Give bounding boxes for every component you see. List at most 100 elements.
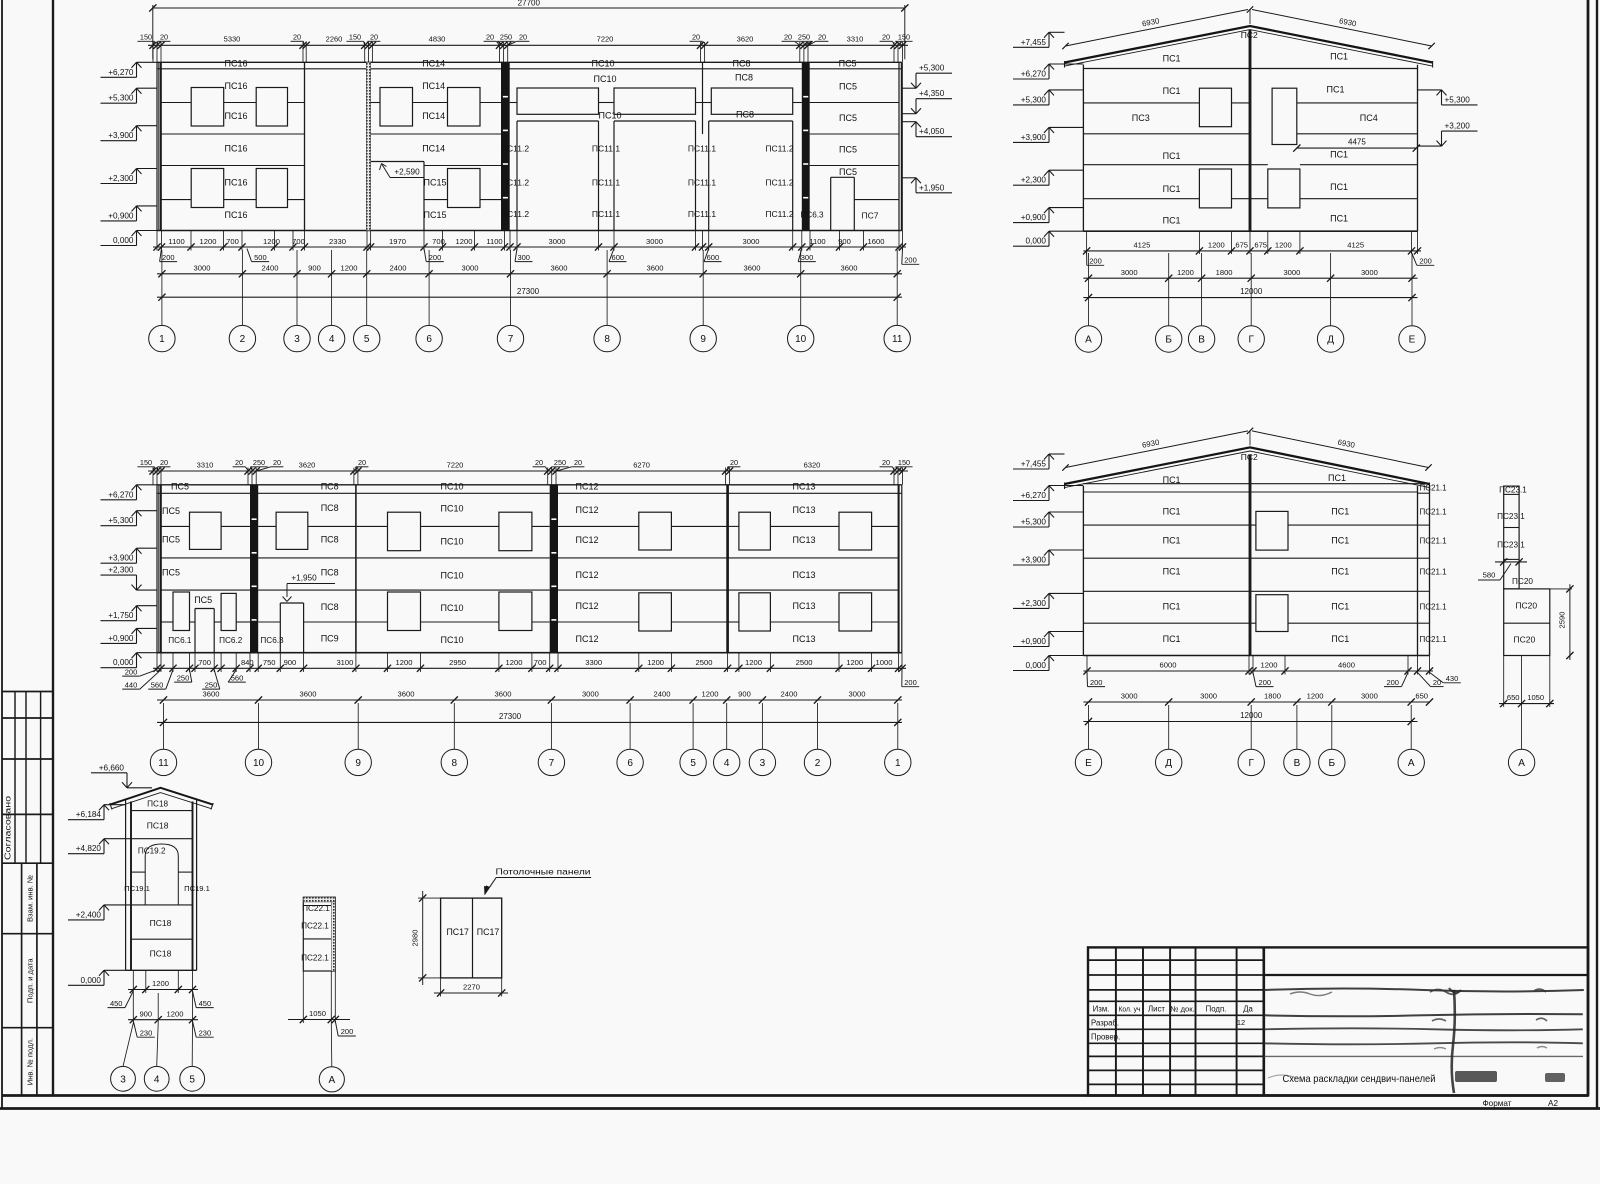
svg-text:6930: 6930 [1338, 16, 1357, 28]
svg-text:А: А [1085, 335, 1092, 346]
svg-text:ПС5: ПС5 [162, 535, 180, 545]
svg-text:1100: 1100 [168, 237, 184, 246]
svg-text:20: 20 [535, 458, 543, 467]
svg-text:6000: 6000 [1160, 661, 1177, 670]
svg-text:Подп.: Подп. [1206, 1005, 1227, 1014]
svg-text:200: 200 [162, 253, 175, 262]
svg-text:200: 200 [904, 256, 917, 265]
svg-text:0,000: 0,000 [1026, 237, 1047, 246]
svg-text:1200: 1200 [1275, 240, 1292, 249]
svg-text:6: 6 [627, 758, 633, 769]
svg-text:200: 200 [341, 1027, 354, 1036]
svg-text:+6,270: +6,270 [108, 68, 134, 77]
svg-text:3: 3 [120, 1074, 126, 1085]
svg-text:1200: 1200 [506, 658, 523, 667]
svg-text:+0,900: +0,900 [108, 634, 134, 643]
svg-text:200: 200 [1089, 257, 1102, 266]
svg-text:ПС14: ПС14 [422, 81, 445, 91]
svg-text:7: 7 [549, 758, 555, 769]
svg-text:ПС1: ПС1 [1163, 475, 1181, 485]
svg-text:27700: 27700 [518, 0, 541, 8]
svg-text:3600: 3600 [300, 689, 317, 698]
svg-text:1200: 1200 [396, 658, 413, 667]
svg-text:ПС8: ПС8 [735, 73, 753, 83]
svg-text:Согласовано: Согласовано [4, 795, 13, 860]
svg-text:3600: 3600 [744, 264, 761, 273]
svg-text:3000: 3000 [646, 237, 663, 246]
svg-text:ПС6.3: ПС6.3 [260, 636, 284, 645]
svg-text:+2,400: +2,400 [76, 910, 102, 919]
svg-text:ПС13: ПС13 [793, 505, 816, 515]
svg-text:ПС13: ПС13 [793, 570, 816, 580]
svg-text:Е: Е [1409, 335, 1416, 346]
svg-text:1200: 1200 [456, 237, 473, 246]
svg-text:ПС11.2: ПС11.2 [501, 209, 529, 219]
svg-text:2400: 2400 [262, 264, 279, 273]
svg-text:ПС1: ПС1 [1330, 213, 1348, 223]
svg-text:+3,900: +3,900 [108, 554, 134, 563]
svg-text:8: 8 [452, 758, 458, 769]
svg-text:ПС1: ПС1 [1330, 52, 1348, 62]
svg-text:250: 250 [554, 458, 566, 467]
svg-text:2260: 2260 [326, 35, 343, 44]
svg-text:5: 5 [690, 758, 696, 769]
svg-text:250: 250 [177, 673, 190, 682]
svg-text:ПС15: ПС15 [424, 178, 447, 188]
svg-text:ПС20: ПС20 [1514, 635, 1536, 645]
svg-text:ПС3: ПС3 [1132, 113, 1150, 123]
svg-text:ПС20: ПС20 [1515, 601, 1537, 611]
svg-text:ПС17: ПС17 [477, 927, 500, 937]
svg-text:4125: 4125 [1347, 240, 1364, 249]
svg-text:+5,300: +5,300 [1021, 95, 1047, 104]
svg-text:650: 650 [1507, 693, 1520, 702]
svg-text:ПС10: ПС10 [592, 59, 615, 69]
svg-text:20: 20 [574, 458, 582, 467]
svg-text:ПС1: ПС1 [1163, 506, 1181, 516]
svg-text:200: 200 [1419, 257, 1432, 266]
svg-text:В: В [1294, 758, 1301, 769]
svg-text:+1,750: +1,750 [108, 611, 134, 620]
svg-text:ПС4: ПС4 [1360, 113, 1378, 123]
svg-text:ПС10: ПС10 [441, 482, 464, 492]
svg-text:150: 150 [898, 458, 910, 467]
svg-text:4475: 4475 [1348, 138, 1366, 147]
svg-text:+6,660: +6,660 [99, 763, 125, 772]
svg-text:В: В [1198, 335, 1205, 346]
svg-text:20: 20 [1433, 678, 1441, 687]
svg-text:ПС21.1: ПС21.1 [1420, 536, 1448, 545]
svg-text:6: 6 [426, 334, 432, 345]
svg-text:3000: 3000 [549, 237, 566, 246]
svg-text:675: 675 [1235, 240, 1248, 249]
svg-text:3: 3 [294, 334, 300, 345]
svg-text:250: 250 [798, 33, 810, 42]
svg-text:Б: Б [1165, 335, 1172, 346]
svg-text:ПС18: ПС18 [150, 948, 172, 958]
svg-text:Провер.: Провер. [1091, 1033, 1120, 1042]
svg-text:3600: 3600 [551, 264, 568, 273]
svg-text:ПС11.1: ПС11.1 [688, 143, 716, 153]
svg-text:+2,300: +2,300 [1021, 599, 1047, 608]
svg-text:ПС8: ПС8 [321, 482, 339, 492]
svg-text:+5,300: +5,300 [108, 516, 134, 525]
svg-text:750: 750 [263, 658, 276, 667]
svg-text:20: 20 [692, 33, 700, 42]
svg-text:ПС11.2: ПС11.2 [765, 143, 793, 153]
svg-text:2270: 2270 [463, 983, 480, 992]
svg-text:6930: 6930 [1141, 16, 1160, 28]
svg-text:ПС16: ПС16 [225, 210, 248, 220]
svg-text:1200: 1200 [167, 1009, 184, 1018]
svg-text:11: 11 [892, 334, 903, 345]
svg-text:3310: 3310 [847, 35, 864, 44]
svg-text:ПС1: ПС1 [1163, 566, 1181, 576]
svg-text:Схема раскладки сендвич-панеле: Схема раскладки сендвич-панелей [1283, 1074, 1436, 1085]
svg-text:20: 20 [519, 33, 527, 42]
svg-text:ПС10: ПС10 [599, 110, 622, 120]
svg-text:Е: Е [1085, 758, 1092, 769]
svg-text:200: 200 [904, 678, 917, 687]
svg-text:+2,300: +2,300 [108, 174, 134, 183]
svg-text:20: 20 [486, 33, 494, 42]
svg-text:ПС8: ПС8 [321, 602, 339, 612]
svg-text:ПС10: ПС10 [441, 536, 464, 546]
svg-text:ПС12: ПС12 [576, 505, 599, 515]
svg-text:4600: 4600 [1338, 661, 1355, 670]
